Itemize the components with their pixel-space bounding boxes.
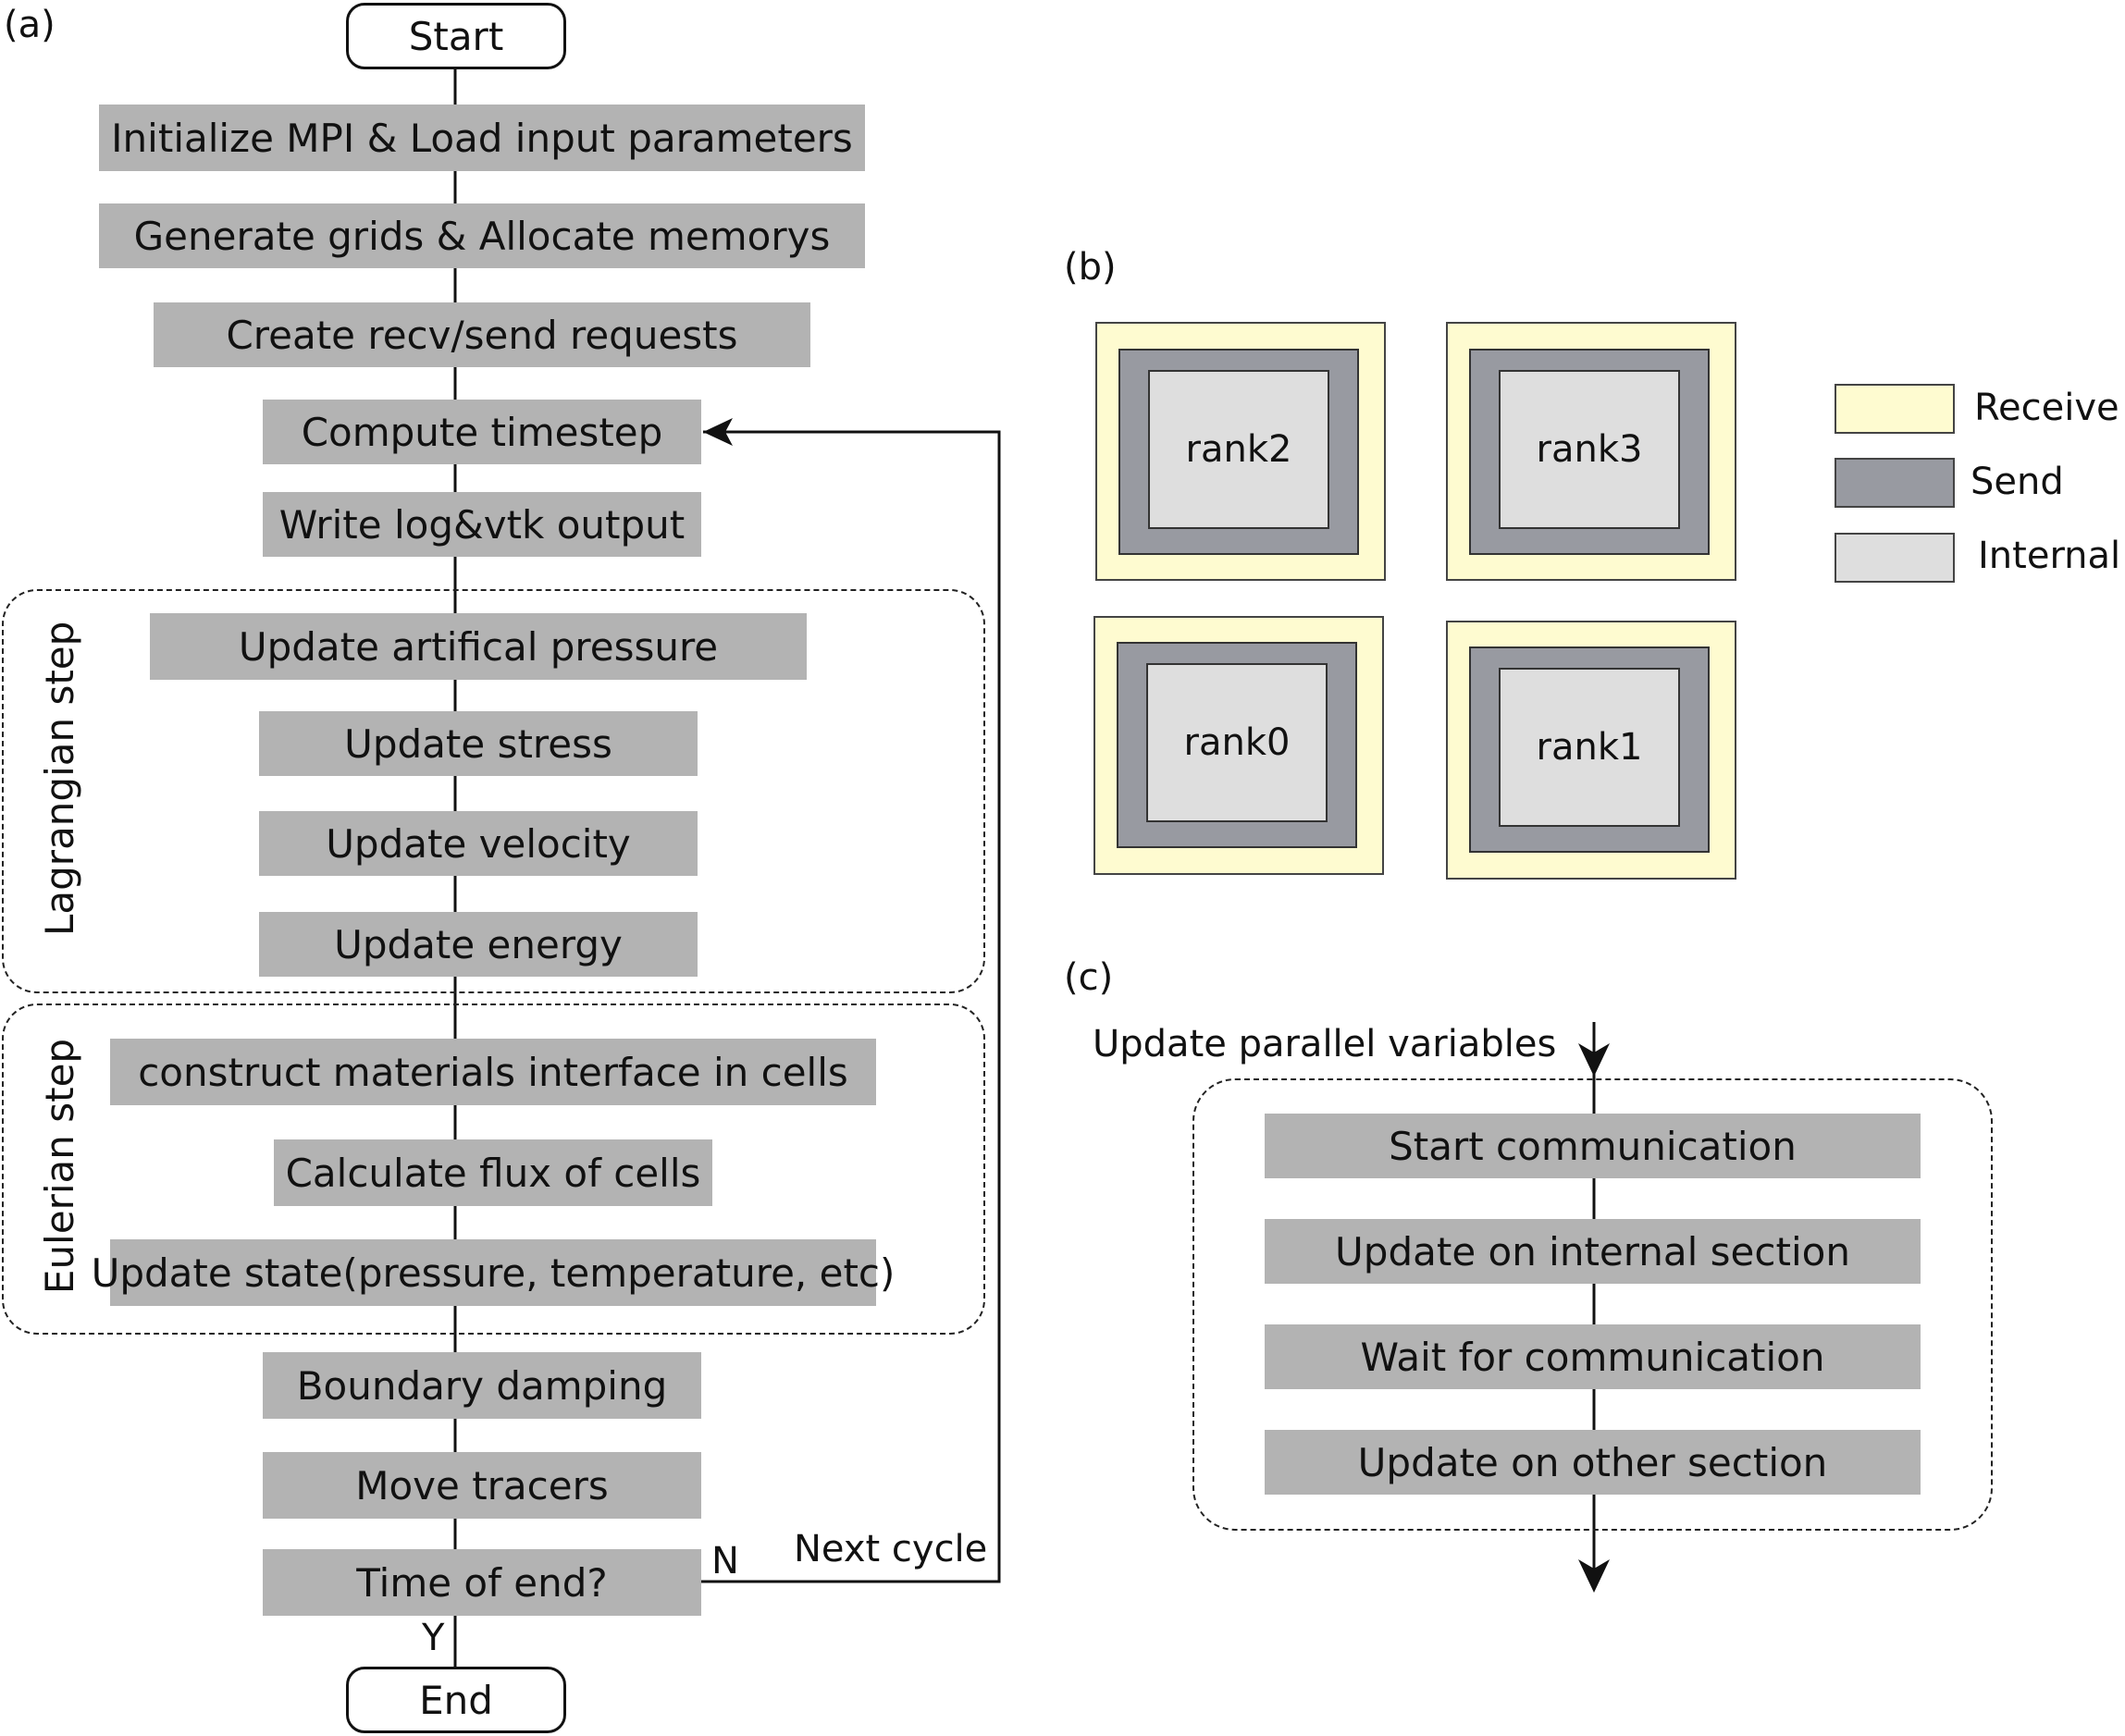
start-terminal: Start: [346, 3, 566, 69]
branch-label-yes: Y: [422, 1617, 445, 1659]
step-update-other-section: Update on other section: [1265, 1430, 1921, 1495]
lagrangian-group-label: Lagrangian step: [37, 621, 82, 936]
step-construct-interface: construct materials interface in cells: [110, 1039, 876, 1105]
lagrangian-group: [2, 589, 985, 993]
step-start-communication: Start communication: [1265, 1114, 1921, 1178]
loop-arrowhead: [703, 418, 733, 446]
step-initialize: Initialize MPI & Load input parameters: [99, 105, 865, 171]
legend-receive-swatch: [1835, 384, 1955, 434]
step-artificial-pressure: Update artifical pressure: [150, 613, 807, 680]
step-create-requests: Create recv/send requests: [154, 302, 810, 367]
step-update-velocity: Update velocity: [259, 811, 698, 876]
branch-label-no: N: [711, 1540, 739, 1582]
rank2-internal-region: rank2: [1148, 370, 1329, 529]
legend-internal-swatch: [1835, 533, 1955, 583]
decision-time-of-end: Time of end?: [263, 1549, 701, 1616]
legend-internal-label: Internal: [1978, 535, 2121, 577]
step-update-internal-section: Update on internal section: [1265, 1219, 1921, 1284]
step-move-tracers: Move tracers: [263, 1452, 701, 1519]
legend-send-label: Send: [1971, 461, 2064, 503]
end-terminal: End: [346, 1667, 566, 1733]
panel-label-a: (a): [4, 4, 56, 46]
step-update-state: Update state(pressure, temperature, etc): [92, 1239, 895, 1306]
eulerian-group: [2, 1003, 985, 1335]
step-boundary-damping: Boundary damping: [263, 1352, 701, 1419]
panel-label-c: (c): [1064, 956, 1114, 999]
parallel-title: Update parallel variables: [1093, 1023, 1557, 1065]
parallel-group: [1192, 1078, 1993, 1531]
eulerian-group-label: Eulerian step: [37, 1038, 82, 1295]
legend-receive-label: Receive: [1974, 387, 2119, 429]
rank1-internal-region: rank1: [1499, 668, 1680, 827]
rank3-internal-region: rank3: [1499, 370, 1680, 529]
step-update-energy: Update energy: [259, 912, 698, 977]
step-write-output: Write log&vtk output: [263, 492, 701, 557]
step-calculate-flux: Calculate flux of cells: [274, 1139, 712, 1206]
legend-send-swatch: [1835, 458, 1955, 508]
step-compute-timestep: Compute timestep: [263, 400, 701, 464]
step-update-stress: Update stress: [259, 711, 698, 776]
panel-label-b: (b): [1064, 246, 1117, 289]
next-cycle-loop-line: [700, 430, 1001, 1583]
step-generate-grids: Generate grids & Allocate memorys: [99, 203, 865, 268]
branch-label-next-cycle: Next cycle: [794, 1528, 988, 1570]
parallel-top-arrowhead: [1578, 1043, 1610, 1077]
rank0-internal-region: rank0: [1146, 663, 1328, 822]
step-wait-communication: Wait for communication: [1265, 1324, 1921, 1389]
parallel-bottom-arrowhead: [1578, 1559, 1610, 1593]
